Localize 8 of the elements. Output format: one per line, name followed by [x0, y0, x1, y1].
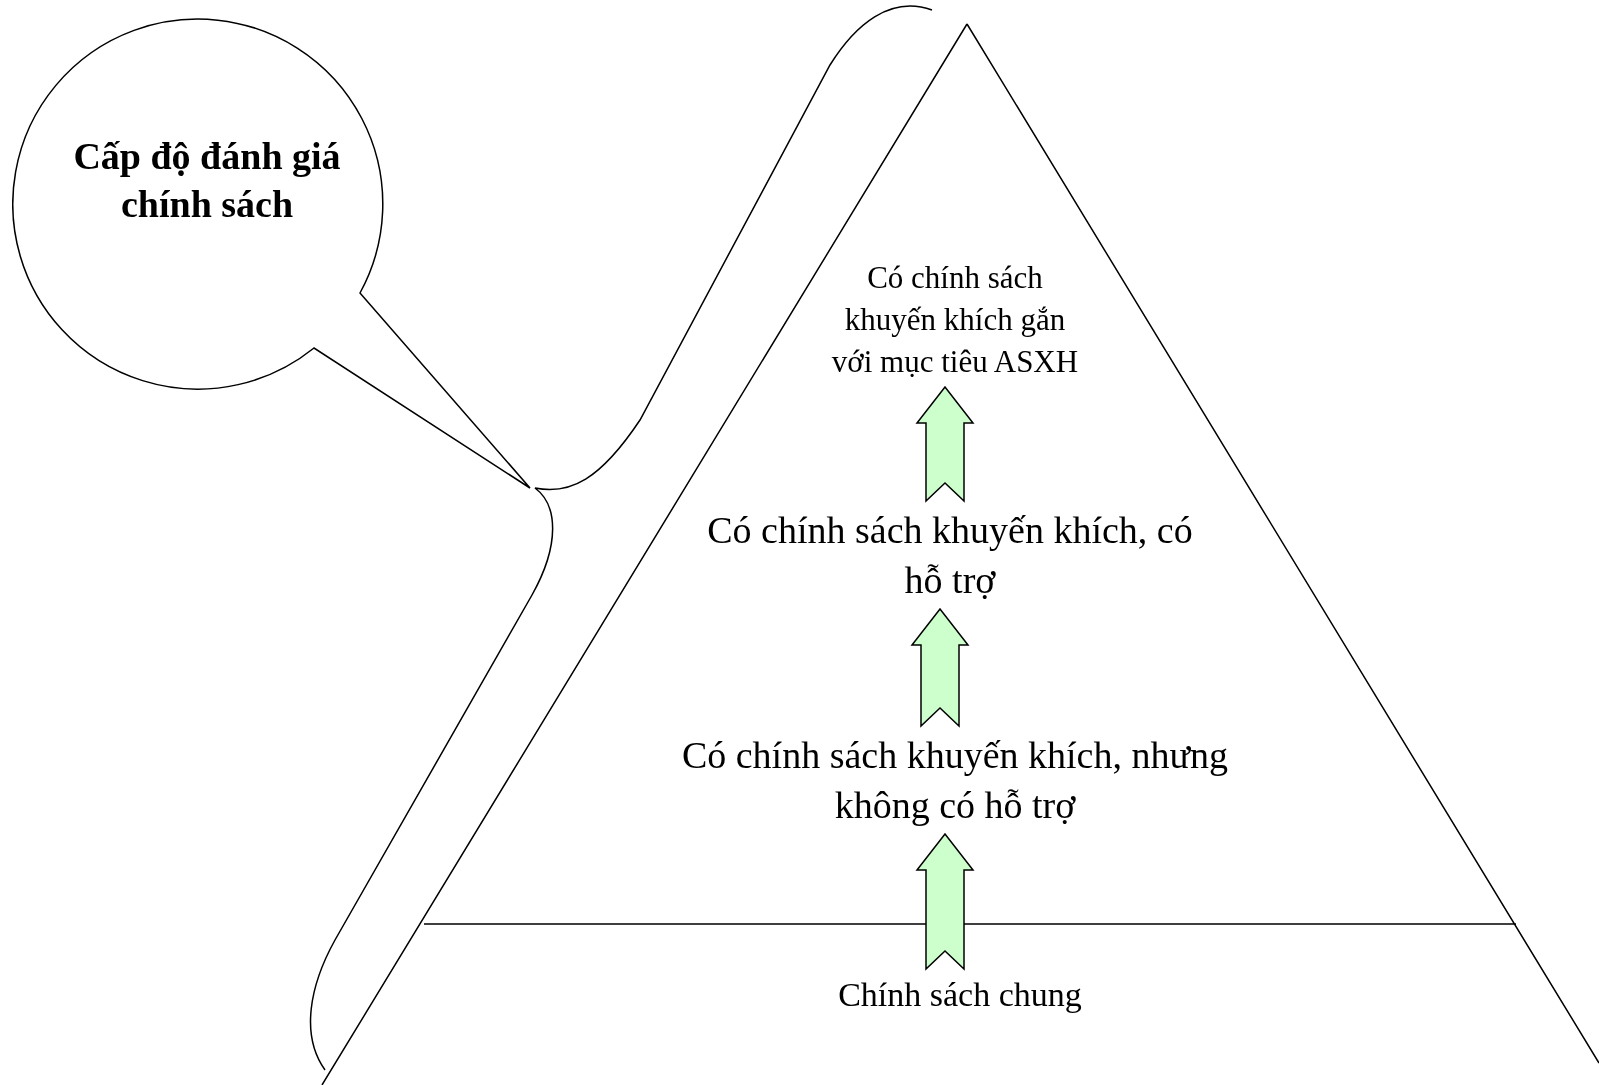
block-arrow: [915, 385, 975, 503]
block-arrow: [910, 607, 970, 728]
block-arrow: [915, 832, 975, 971]
level-label: Có chính sách khuyến khích gắn với mục tiêu ASXH: [830, 259, 1080, 381]
bubble-title: Cấp độ đánh giá chính sách: [72, 134, 342, 227]
level-label: Chính sách chung: [837, 975, 1083, 1015]
level-label: Có chính sách khuyến khích, nhưng không có hỗ trợ: [680, 733, 1230, 828]
level-label: Có chính sách khuyến khích, có hỗ trợ: [706, 508, 1194, 603]
